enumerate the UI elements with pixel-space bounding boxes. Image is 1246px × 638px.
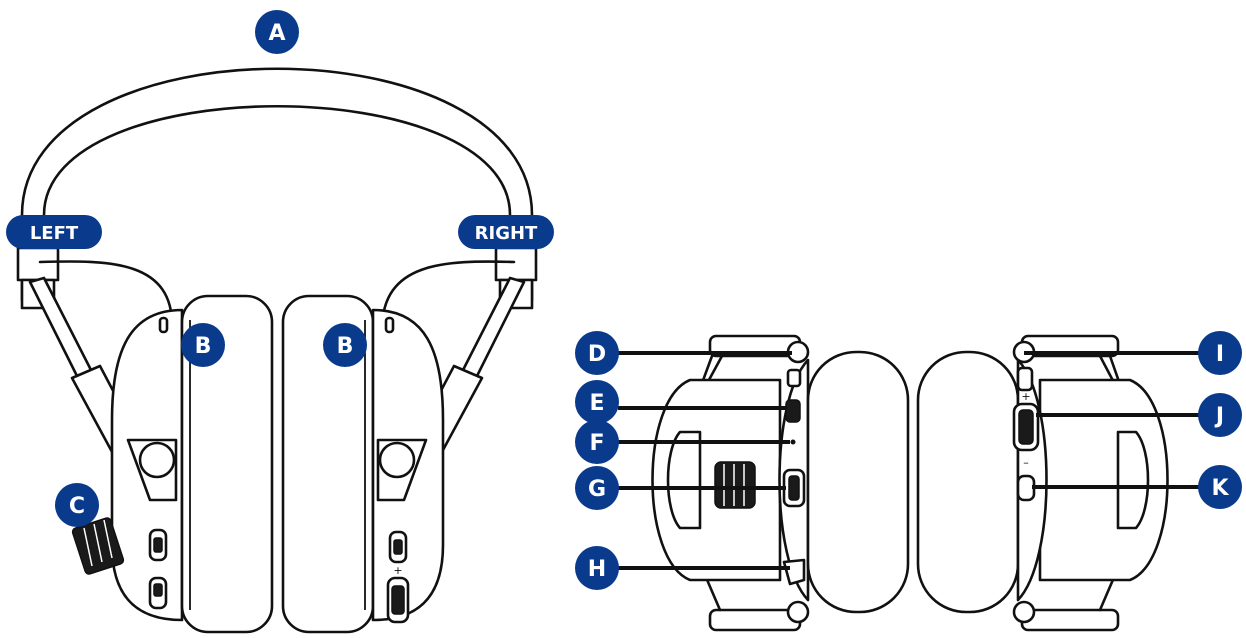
svg-text:E: E (589, 391, 604, 416)
callout-j: J (1198, 393, 1242, 437)
side-left-cushion (806, 350, 910, 614)
svg-text:RIGHT: RIGHT (475, 223, 538, 244)
callout-b-left: B (181, 323, 225, 367)
side-view-left (651, 334, 910, 632)
right-led-indicator (384, 316, 395, 334)
svg-text:C: C (69, 494, 85, 519)
callout-h: H (575, 546, 619, 590)
svg-text:A: A (268, 21, 285, 46)
callout-c: C (55, 483, 99, 527)
headband (20, 67, 534, 302)
callout-i: I (1198, 331, 1242, 375)
svg-text:G: G (588, 477, 606, 502)
volume-plus-mark: + (393, 564, 402, 577)
callout-k: K (1198, 465, 1242, 509)
side-view-right: + – (916, 334, 1169, 632)
side-volume-plus-mark: + (1021, 390, 1030, 403)
headband-cap-right (494, 246, 538, 282)
headband-cap-left (16, 246, 60, 282)
callout-g: G (575, 466, 619, 510)
svg-text:J: J (1214, 404, 1224, 429)
cable-left (38, 260, 174, 332)
svg-text:K: K (1211, 476, 1229, 501)
right-pivot-knob (378, 441, 416, 479)
svg-text:LEFT: LEFT (30, 223, 79, 244)
svg-text:I: I (1216, 342, 1224, 367)
control-k (1016, 474, 1036, 502)
port-e (785, 399, 801, 423)
callout-f: F (575, 420, 619, 464)
label-right: RIGHT (458, 215, 554, 249)
port-d (786, 368, 802, 388)
callout-b-right: B (323, 323, 367, 367)
side-right-cushion (916, 350, 1020, 614)
left-led-indicator (158, 316, 169, 334)
label-left: LEFT (6, 215, 102, 249)
control-i (1016, 366, 1034, 392)
microphone-port-knob (71, 517, 125, 575)
callout-e: E (575, 380, 619, 424)
cable-right (380, 260, 516, 332)
svg-text:B: B (337, 334, 354, 359)
port-h (782, 558, 806, 586)
port-f (790, 439, 796, 445)
svg-text:B: B (195, 334, 212, 359)
left-pivot-knob (138, 441, 176, 479)
left-ear-cushion (180, 294, 274, 634)
svg-text:F: F (589, 431, 604, 456)
callout-a: A (255, 10, 299, 54)
side-volume-minus-mark: – (1023, 456, 1029, 469)
callout-d: D (575, 331, 619, 375)
front-view: + (16, 67, 538, 634)
svg-text:H: H (588, 557, 606, 582)
leader-lines (618, 351, 1200, 570)
svg-text:D: D (588, 342, 606, 367)
